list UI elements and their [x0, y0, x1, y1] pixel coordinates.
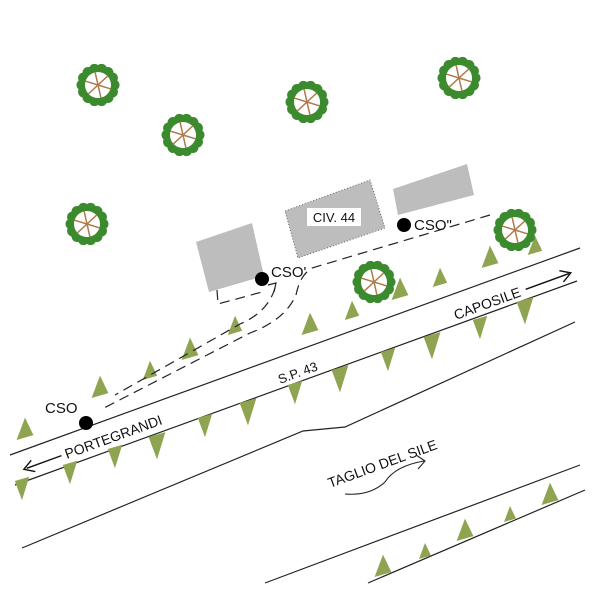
embankment-triangle [432, 267, 448, 287]
sewer-line-branch [114, 287, 276, 396]
canal-north-bank [21, 321, 576, 549]
embankment-triangle [107, 444, 123, 469]
cso-double-prime-point[interactable] [397, 218, 411, 232]
building-label-box [307, 208, 361, 226]
flow-direction-arrow-icon [344, 454, 426, 495]
embankment-triangle [227, 315, 243, 335]
embankment-triangle [527, 235, 543, 255]
embankment-triangle [391, 277, 409, 300]
building-label: CIV. 44 [313, 210, 355, 225]
embankment-triangle [419, 543, 431, 559]
tree-icon [285, 80, 329, 124]
tree-icon [493, 208, 537, 252]
building-west [196, 223, 264, 292]
caposile-label: CAPOSILE [452, 284, 523, 323]
embankment-triangle [456, 518, 474, 541]
cso-point[interactable] [79, 416, 93, 430]
embankment-triangle [16, 417, 34, 440]
embankment-triangle [301, 312, 319, 335]
trees [65, 56, 537, 304]
embankment-triangle [472, 315, 488, 340]
canal-south-bank [264, 464, 581, 584]
arrow-right-line [525, 272, 570, 290]
cso-prime-label: CSO' [271, 264, 307, 281]
embankment-triangle [239, 398, 257, 426]
embankment-line [367, 489, 586, 584]
arrow-right-icon [559, 269, 573, 283]
sewer-line-main [99, 214, 491, 411]
embankment-triangle [380, 347, 396, 372]
tree-icon [352, 260, 396, 304]
embankment-triangle [481, 245, 499, 268]
arrow-head-icon [267, 282, 277, 293]
tree-icon [65, 202, 109, 246]
embankment-triangle [287, 380, 303, 405]
arrow-left-icon [22, 459, 36, 473]
cso-prime-point[interactable] [255, 272, 269, 286]
embankment-markers [14, 235, 559, 577]
road-upper-edge [9, 247, 581, 456]
embankment-triangle [516, 297, 534, 325]
embankment-triangle [142, 360, 158, 380]
embankment-triangle [197, 413, 213, 438]
tree-icon [437, 56, 481, 100]
embankment-triangle [344, 300, 360, 320]
sewer-line-building [216, 289, 263, 305]
embankment-triangle [504, 506, 516, 522]
embankment-triangle [14, 476, 30, 501]
cso-double-prime-label: CSO" [414, 217, 452, 234]
embankment-triangle [62, 460, 78, 485]
embankment-triangle [91, 375, 109, 398]
cso-label: CSO [45, 400, 78, 417]
tree-icon [76, 63, 120, 107]
embankment-triangle [541, 482, 559, 505]
embankment-triangle [331, 365, 349, 393]
embankment-triangle [374, 554, 392, 577]
embankment-triangle [423, 332, 441, 360]
building-east [393, 164, 474, 215]
embankment-triangle [148, 432, 166, 460]
tree-icon [161, 113, 205, 157]
arrow-left-line [26, 454, 62, 469]
